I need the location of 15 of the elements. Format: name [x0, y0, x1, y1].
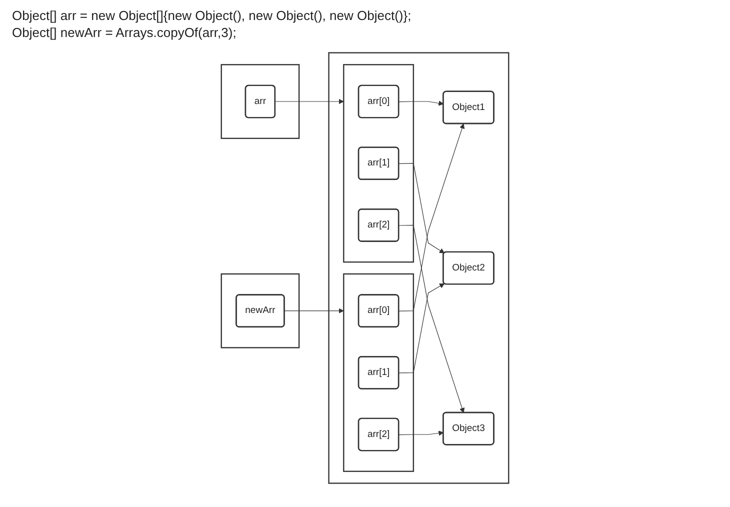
cluster	[220, 273, 300, 348]
arrow	[398, 283, 445, 374]
code-line: Object[] arr = new Object[]{new Object(), new Object(), new Object()};	[12, 8, 412, 23]
arrow	[274, 98, 344, 104]
arrow	[398, 163, 445, 254]
arrow	[398, 430, 444, 436]
cluster	[343, 64, 414, 263]
arrow	[284, 308, 344, 314]
cluster	[220, 64, 300, 139]
arrow	[398, 124, 465, 312]
code-line: Object[] newArr = Arrays.copyOf(arr,3);	[12, 25, 238, 40]
arrow	[398, 224, 465, 414]
cluster	[328, 52, 510, 484]
cluster	[343, 273, 414, 472]
arrow	[398, 100, 444, 106]
